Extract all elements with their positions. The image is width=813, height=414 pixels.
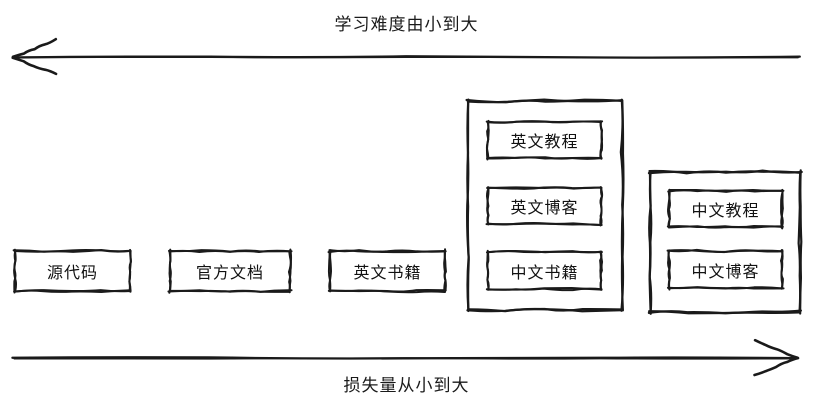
- node-box-5-1-edge-left: [667, 188, 671, 229]
- group-container-5-edge-left: [648, 169, 653, 315]
- node-box-4-2-edge-left: [486, 186, 490, 226]
- node-box-4-1-edge-left: [485, 119, 490, 161]
- node-box-5-2-edge-right: [779, 249, 784, 290]
- node-hitbox-4-2[interactable]: [488, 188, 601, 224]
- node-box-5-1-edge-top: [667, 189, 785, 193]
- node-box-4-2: [485, 186, 604, 227]
- node-box-5-2-edge-bottom: [666, 286, 785, 290]
- group-container-5-edge-right: [799, 169, 803, 315]
- node-hitbox-5-1[interactable]: [669, 191, 782, 227]
- node-hitbox-1-1[interactable]: [15, 251, 130, 291]
- group-container-4-edge-top: [465, 98, 624, 104]
- group-container-4: [465, 98, 625, 313]
- node-box-5-1-edge-bottom: [666, 224, 784, 229]
- node-box-3-1-edge-left: [328, 249, 333, 293]
- node-box-3-1: [327, 248, 447, 294]
- group-containers: [465, 98, 803, 315]
- node-box-3-1-edge-top: [327, 249, 447, 254]
- node-box-4-3-edge-bottom: [485, 287, 603, 292]
- node-box-5-2-edge-left: [667, 249, 671, 291]
- bottom-axis-arrow-line-2: [13, 357, 797, 360]
- bottom-axis-arrow-arrowhead-upper: [753, 338, 799, 360]
- group-container-4-edge-right: [619, 98, 625, 312]
- bottom-axis-label: 损失量从小到大: [343, 376, 470, 396]
- node-box-2-1-edge-top: [167, 249, 293, 253]
- node-box-5-1: [666, 188, 785, 230]
- node-box-2-1-edge-right: [287, 248, 293, 294]
- node-box-1-1-edge-bottom: [13, 289, 132, 294]
- group-container-4-edge-left: [466, 98, 470, 313]
- node-box-4-2-edge-top: [486, 186, 603, 190]
- node-box-1-1-edge-left: [13, 248, 17, 294]
- node-box-3-1-edge-right: [443, 248, 447, 293]
- node-box-5-1-edge-right: [780, 190, 784, 229]
- node-box-4-3-edge-top: [485, 250, 603, 254]
- node-box-5-2: [666, 248, 785, 291]
- node-box-2-1-edge-bottom: [167, 289, 293, 293]
- node-box-4-1-edge-right: [599, 120, 604, 160]
- node-box-4-2-edge-bottom: [485, 222, 603, 226]
- node-box-4-3-edge-right: [599, 250, 604, 291]
- bottom-axis-arrow-arrowhead-lower: [753, 356, 800, 377]
- node-box-4-1: [485, 119, 604, 161]
- node-box-4-2-edge-right: [599, 186, 604, 227]
- node-hitbox-3-1[interactable]: [330, 251, 445, 291]
- group-container-5-edge-top: [647, 169, 803, 175]
- group-container-5: [647, 169, 803, 315]
- axes-group: [11, 37, 801, 377]
- top-axis-arrow-line-2: [13, 56, 799, 59]
- bottom-axis-arrow: [11, 338, 800, 377]
- node-boxes: [12, 119, 785, 294]
- node-box-3-1-edge-bottom: [327, 288, 447, 293]
- top-axis-arrow-arrowhead-lower: [11, 56, 58, 76]
- node-hitbox-4-3[interactable]: [488, 252, 601, 289]
- node-box-5-1-edge-right: [780, 188, 784, 230]
- top-axis-arrow: [11, 37, 801, 76]
- node-box-4-3-edge-left: [486, 249, 490, 291]
- node-hitbox-2-1[interactable]: [170, 251, 290, 291]
- node-box-4-1-edge-bottom: [486, 156, 603, 160]
- node-box-4-1-edge-top: [485, 120, 604, 124]
- group-container-5-edge-bottom: [647, 309, 803, 315]
- node-box-4-3: [485, 249, 604, 292]
- node-hitbox-4-1[interactable]: [488, 122, 601, 158]
- top-axis-arrow-arrowhead-upper: [11, 37, 58, 58]
- node-hitbox-5-2[interactable]: [669, 251, 782, 288]
- group-container-4-edge-bottom: [466, 307, 624, 313]
- node-box-5-2-edge-top: [666, 249, 784, 253]
- node-box-1-1-edge-top: [12, 248, 132, 253]
- node-box-2-1-edge-left: [168, 248, 172, 294]
- node-box-2-1: [167, 248, 293, 294]
- node-box-1-1-edge-right: [128, 248, 132, 293]
- node-box-1-1: [12, 248, 132, 294]
- top-axis-label: 学习难度由小到大: [334, 15, 479, 35]
